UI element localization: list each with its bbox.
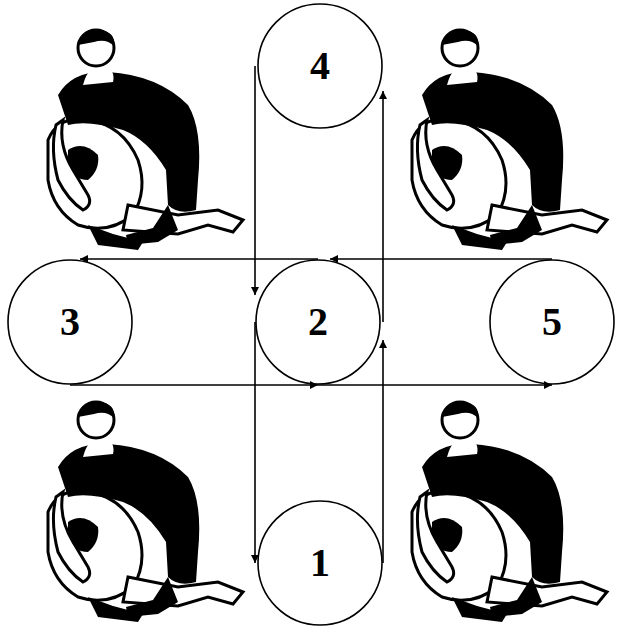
step-number: 4	[310, 46, 330, 86]
numbered-circle: 2	[255, 259, 381, 385]
flow-arrow	[330, 258, 552, 260]
step-number: 2	[308, 302, 328, 342]
flow-arrow	[70, 384, 318, 386]
step-number: 5	[542, 302, 562, 342]
numbered-circle: 3	[7, 259, 133, 385]
flow-arrow	[318, 384, 552, 386]
flow-arrow	[254, 322, 256, 563]
numbered-circle: 1	[257, 500, 383, 626]
flow-arrow	[80, 258, 318, 260]
step-number: 1	[310, 543, 330, 583]
flow-arrow	[254, 66, 256, 295]
numbered-circle: 5	[489, 259, 615, 385]
flow-arrow	[382, 91, 384, 322]
step-number: 3	[60, 302, 80, 342]
numbered-circle: 4	[257, 3, 383, 129]
flow-arrow	[382, 340, 384, 563]
